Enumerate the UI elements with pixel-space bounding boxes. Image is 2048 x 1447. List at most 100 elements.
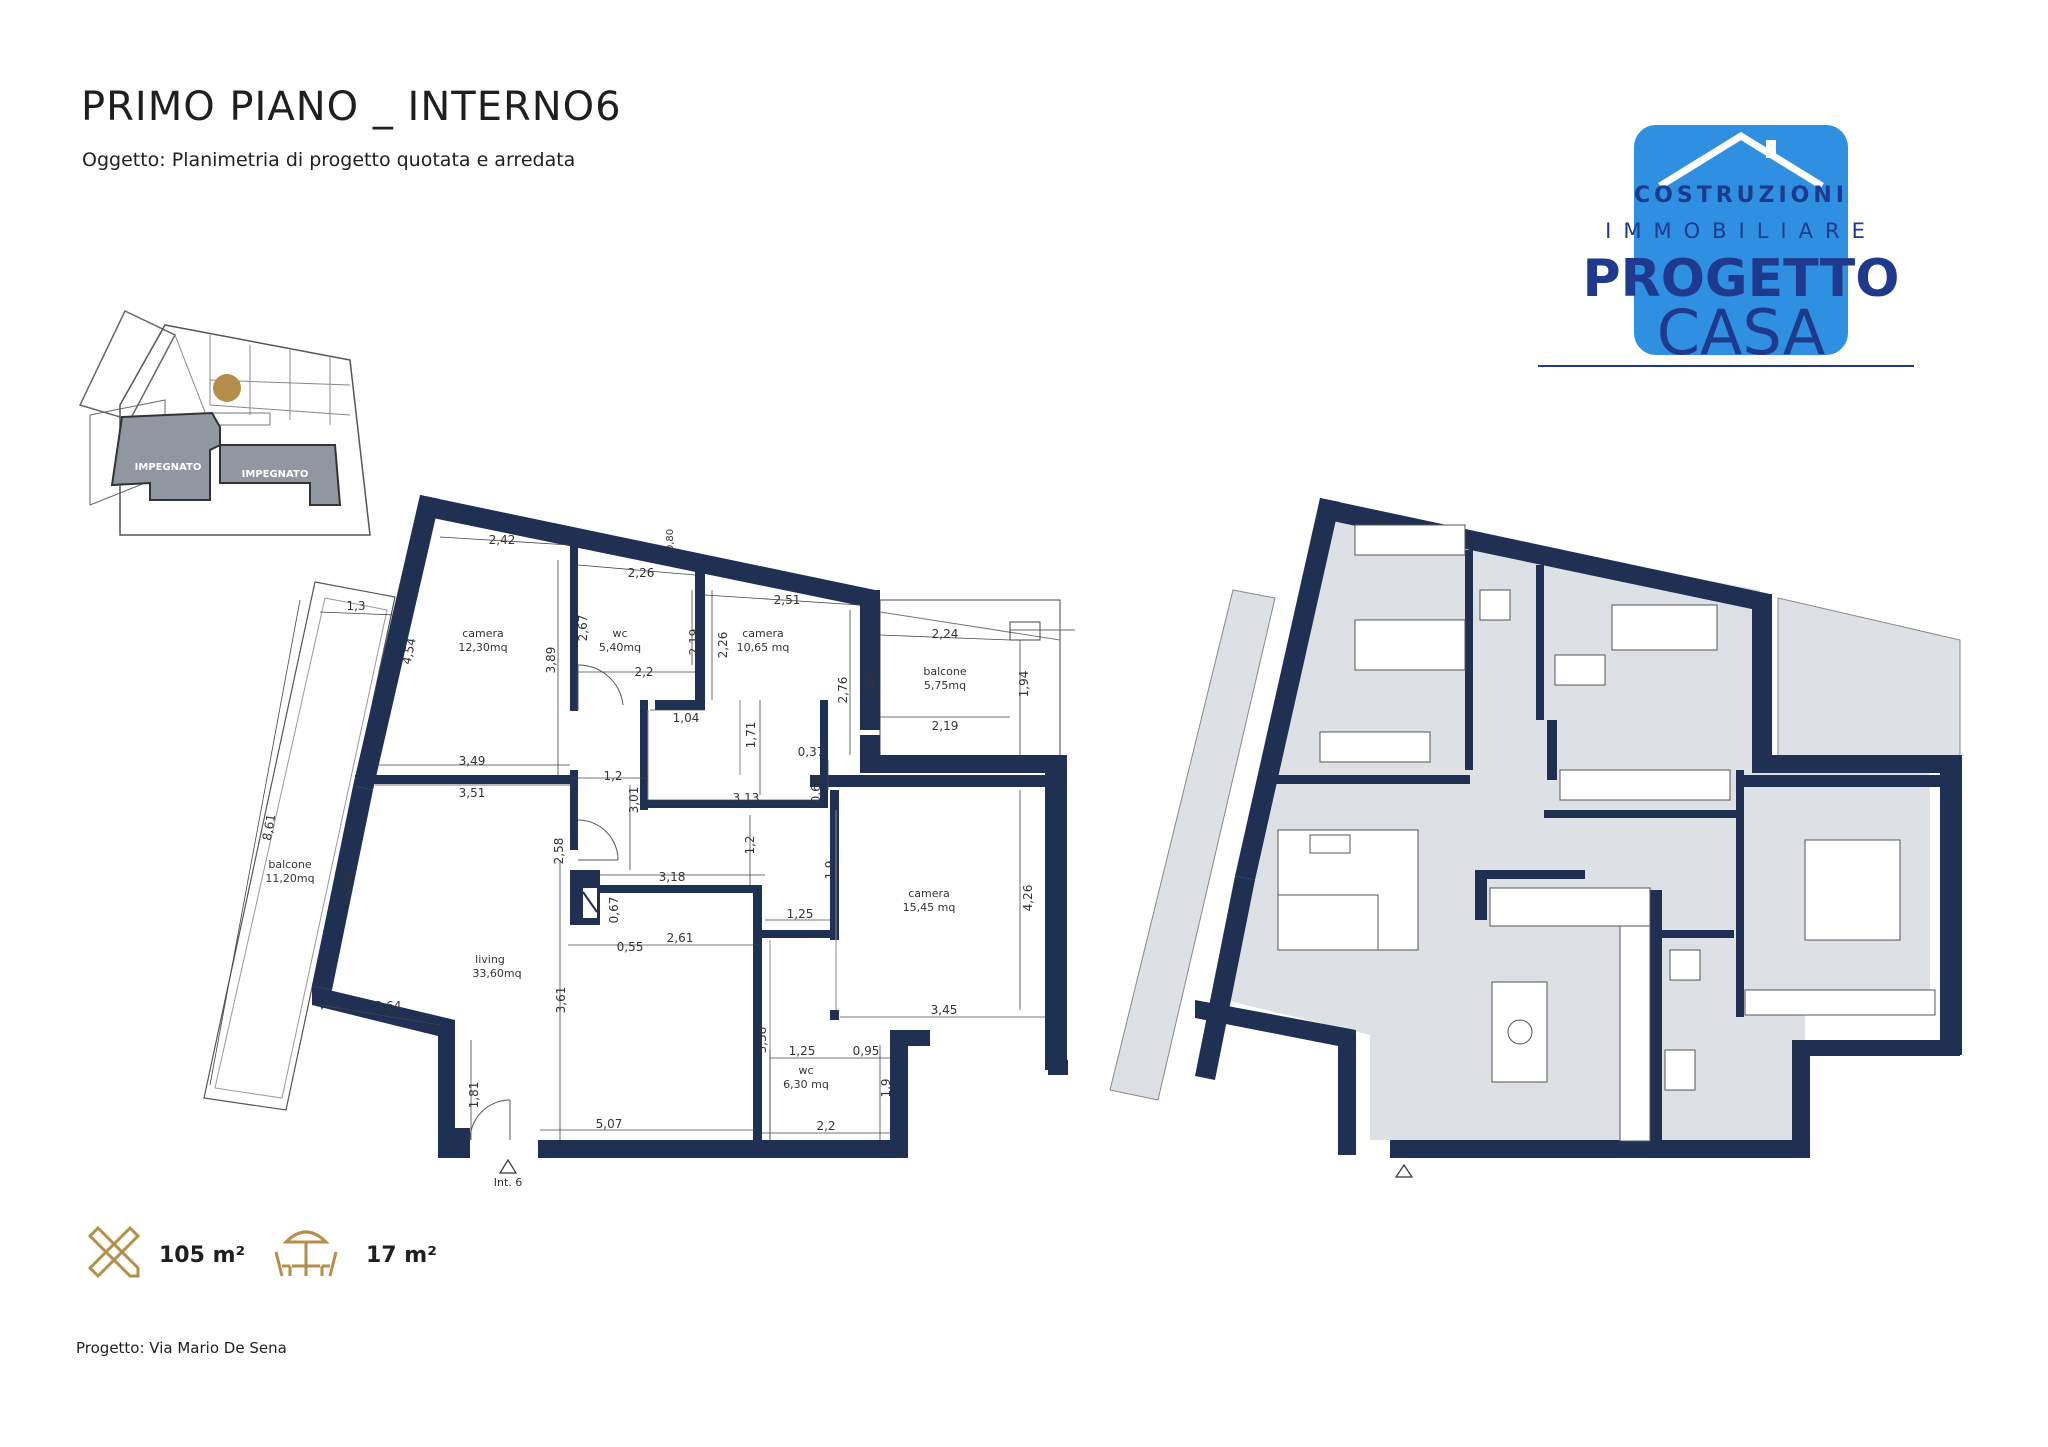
shower-wc1 xyxy=(1554,654,1606,686)
dim-251: 2,51 xyxy=(774,593,801,607)
dim-861: 8,61 xyxy=(260,813,278,842)
dim-507: 5,07 xyxy=(596,1117,623,1131)
dim-361: 3,61 xyxy=(554,987,568,1014)
room-wc1-name: wc xyxy=(612,627,627,640)
room-living-area: 33,60mq xyxy=(472,967,521,980)
dim-358: 3,58 xyxy=(755,1027,769,1054)
dim-037: 0,37 xyxy=(798,745,825,759)
wardrobe-camera3 xyxy=(1744,989,1936,1016)
dim-301: 3,01 xyxy=(627,787,641,814)
patio-umbrella-icon xyxy=(274,1230,338,1277)
kitchen-island xyxy=(1619,925,1651,1142)
total-area-value: 105 m² xyxy=(159,1243,246,1268)
table-vase xyxy=(1507,1019,1533,1045)
key-plan-location-marker xyxy=(213,374,241,402)
outdoor-area-value: 17 m² xyxy=(366,1243,437,1268)
kitchen-counter xyxy=(1489,887,1651,927)
room-balcone1-area: 5,75mq xyxy=(924,679,966,692)
dim-276: 2,76 xyxy=(836,677,850,704)
room-camera3-area: 15,45 mq xyxy=(903,901,956,914)
room-camera1-name: camera xyxy=(462,627,504,640)
room-camera2-area: 10,65 mq xyxy=(737,641,790,654)
dim-194: 1,94 xyxy=(1017,671,1031,698)
key-plan-engaged-left: IMPEGNATO xyxy=(110,411,221,501)
dim-454: 4,54 xyxy=(399,637,418,666)
bed-single-1 xyxy=(1354,619,1466,671)
dim-219b: 2,19 xyxy=(687,629,701,656)
dim-181: 1,81 xyxy=(467,1082,481,1109)
dim-389: 3,89 xyxy=(544,647,558,674)
room-balcone2-name: balcone xyxy=(268,858,312,871)
room-camera1-area: 12,30mq xyxy=(458,641,507,654)
page-subtitle: Oggetto: Planimetria di progetto quotata… xyxy=(82,149,576,171)
tv-living xyxy=(1309,834,1351,854)
dim-226b: 2,26 xyxy=(716,632,730,659)
dim-377: 3,77 xyxy=(338,872,357,901)
dining-table xyxy=(1491,981,1548,1083)
key-plan-label-right: IMPEGNATO xyxy=(242,469,309,480)
dim-067: 0,67 xyxy=(607,897,621,924)
key-plan: IMPEGNATO IMPEGNATO xyxy=(78,309,371,536)
sofa-living xyxy=(1277,894,1379,951)
dim-261: 2,61 xyxy=(667,931,694,945)
dim-068: 0,68 xyxy=(809,777,823,804)
wardrobe-camera1 xyxy=(1354,524,1466,556)
apartment-floor xyxy=(1225,510,1930,1140)
dim-13: 1,3 xyxy=(346,599,365,613)
dim-264: 2,64 xyxy=(375,999,402,1013)
logo-line4: CASA xyxy=(1657,296,1826,369)
room-camera3-name: camera xyxy=(908,887,950,900)
ruler-pencil-icon xyxy=(87,1225,141,1279)
room-balcone2-area: 11,20mq xyxy=(265,872,314,885)
dim-242: 2,42 xyxy=(489,533,516,547)
dim-22b: 2,2 xyxy=(816,1119,835,1133)
dim-318: 3,18 xyxy=(659,870,686,884)
dim-055: 0,55 xyxy=(617,940,644,954)
project-footer: Progetto: Via Mario De Sena xyxy=(76,1339,287,1357)
room-balcone1-name: balcone xyxy=(923,665,967,678)
dim-19: 1,9 xyxy=(823,860,837,879)
sink-wc2 xyxy=(1669,949,1701,981)
key-plan-engaged-right: IMPEGNATO xyxy=(219,444,342,506)
room-living-name: living xyxy=(475,953,505,966)
logo-box xyxy=(1634,125,1848,355)
logo-line3: PROGETTO xyxy=(1583,249,1900,309)
entrance-icon-furnished xyxy=(1394,1163,1414,1178)
sink-wc1 xyxy=(1479,589,1511,621)
bed-double xyxy=(1804,839,1901,941)
room-wc2-name: wc xyxy=(798,1064,813,1077)
logo-line2: IMMOBILIARE xyxy=(1605,219,1877,243)
dim-125b: 1,25 xyxy=(789,1044,816,1058)
bed-single-2 xyxy=(1611,604,1718,651)
dim-219: 2,19 xyxy=(932,719,959,733)
dim-345: 3,45 xyxy=(931,1003,958,1017)
dim-313: 3,13 xyxy=(733,791,760,805)
dim-349: 3,49 xyxy=(459,754,486,768)
dim-080: 0,80 xyxy=(665,529,676,551)
logo-house-icon xyxy=(1658,131,1824,189)
dim-426: 4,26 xyxy=(1021,885,1035,912)
dim-258: 2,58 xyxy=(552,838,566,865)
dim-125: 1,25 xyxy=(787,907,814,921)
dim-242b: 2,42 xyxy=(864,672,878,699)
toilet-wc2 xyxy=(1664,1049,1696,1091)
entrance-icon xyxy=(498,1158,518,1174)
page-title: PRIMO PIANO _ INTERNO6 xyxy=(81,84,622,130)
entrance-label: Int. 6 xyxy=(494,1176,523,1189)
dim-226: 2,26 xyxy=(628,566,655,580)
company-logo: COSTRUZIONI IMMOBILIARE PROGETTO CASA xyxy=(1538,125,1914,369)
dim-104: 1,04 xyxy=(673,711,700,725)
room-camera2-name: camera xyxy=(742,627,784,640)
key-plan-label-left: IMPEGNATO xyxy=(135,462,202,473)
room-wc2-area: 6,30 mq xyxy=(783,1078,829,1091)
dim-12b: 1,2 xyxy=(743,835,757,854)
wardrobe-camera2 xyxy=(1559,769,1731,801)
dim-12: 1,2 xyxy=(603,769,622,783)
dim-095: 0,95 xyxy=(853,1044,880,1058)
dim-22: 2,2 xyxy=(634,665,653,679)
rug-living xyxy=(1277,829,1419,951)
desk-camera1 xyxy=(1319,731,1431,763)
dim-267: 2,67 xyxy=(576,615,590,642)
dim-224: 2,24 xyxy=(932,627,959,641)
dim-351: 3,51 xyxy=(459,786,486,800)
